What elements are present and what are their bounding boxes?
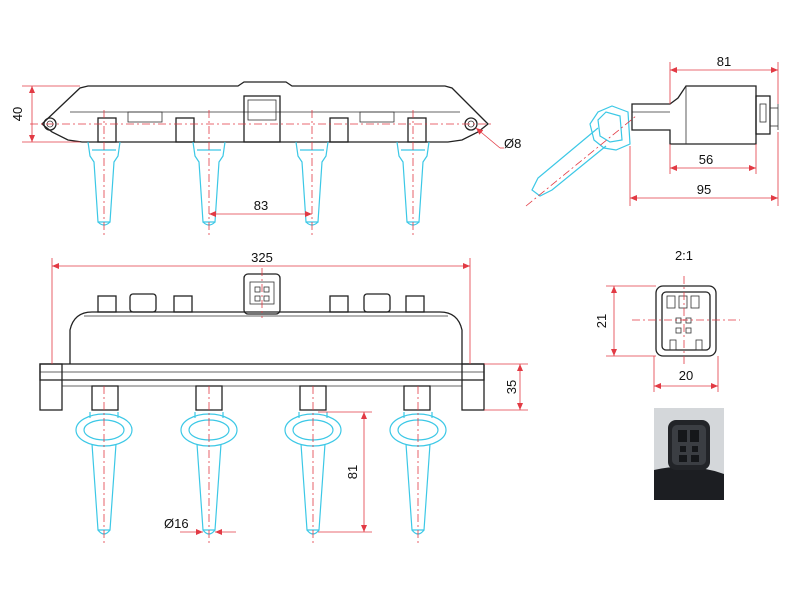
- dim-boot-length: 81: [318, 411, 372, 533]
- front-view-centerlines: [103, 268, 419, 546]
- dim-side-inner: 56: [669, 144, 757, 174]
- dim-top-height: 40: [10, 85, 80, 143]
- mount-hole-left: [43, 117, 57, 131]
- top-view: [41, 81, 489, 143]
- top-view-centerlines: [30, 110, 492, 238]
- dim-label-side-inner: 56: [699, 152, 713, 167]
- dim-label-side-overall: 95: [697, 182, 711, 197]
- dim-front-height: 35: [484, 363, 528, 411]
- dim-conn-height: 21: [594, 285, 656, 357]
- top-connector: [243, 95, 281, 143]
- dim-side-overall: 95: [629, 132, 779, 206]
- dim-label-front-length: 325: [251, 250, 273, 265]
- dim-label-conn-width: 20: [679, 368, 693, 383]
- dim-label-hole-dia: Ø8: [504, 136, 521, 151]
- front-view-boots: [75, 412, 447, 535]
- front-view: [39, 273, 485, 411]
- side-view: [631, 85, 779, 145]
- dim-hole-dia: Ø8: [475, 127, 521, 151]
- dim-label-top-pitch: 83: [254, 198, 268, 213]
- dim-top-pitch: 83: [209, 198, 312, 217]
- connector-photo: [654, 408, 724, 500]
- connector-detail: [632, 276, 740, 364]
- detail-scale-label: 2:1: [675, 248, 693, 263]
- dim-label-side-total: 81: [717, 54, 731, 69]
- dim-label-conn-height: 21: [594, 314, 609, 328]
- dim-label-front-height: 35: [504, 380, 519, 394]
- dim-front-length: 325: [51, 250, 471, 364]
- dim-label-boot-dia: Ø16: [164, 516, 189, 531]
- dim-label-boot-length: 81: [345, 465, 360, 479]
- dim-side-total: 81: [669, 54, 779, 104]
- dim-conn-width: 20: [653, 356, 719, 392]
- dim-boot-dia: Ø16: [164, 516, 236, 535]
- dim-label-top-height: 40: [10, 107, 25, 121]
- side-view-boot: [525, 105, 637, 207]
